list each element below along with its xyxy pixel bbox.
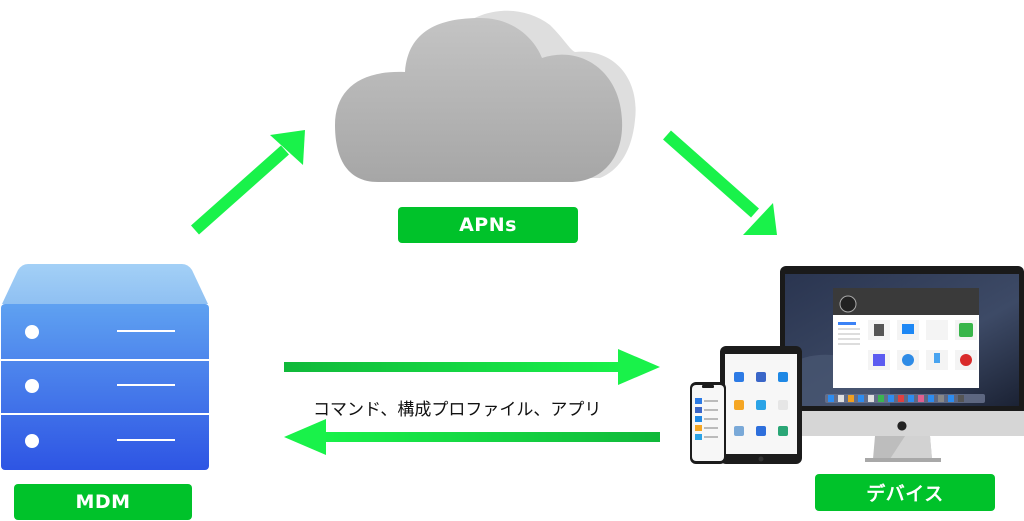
arrow-apns-to-devices bbox=[663, 130, 777, 235]
flow-caption: コマンド、構成プロファイル、アプリ bbox=[313, 400, 602, 420]
apns-label: APNs bbox=[398, 207, 578, 243]
arrow-devices-to-mdm bbox=[284, 419, 660, 455]
mdm-label: MDM bbox=[14, 484, 192, 520]
arrow-mdm-to-apns bbox=[191, 130, 305, 235]
mdm-label-text: MDM bbox=[75, 491, 131, 513]
devices-label-text: デバイス bbox=[866, 483, 944, 505]
ipad-icon bbox=[720, 346, 802, 464]
svg-text:●: ● bbox=[897, 418, 907, 432]
devices-icon: ● bbox=[685, 262, 1024, 467]
devices-label: デバイス bbox=[815, 474, 995, 511]
arrow-mdm-to-devices bbox=[284, 349, 660, 385]
server-icon bbox=[1, 264, 209, 470]
imac-icon: ● bbox=[780, 266, 1024, 462]
apns-label-text: APNs bbox=[459, 214, 517, 236]
cloud-icon bbox=[335, 10, 636, 182]
iphone-icon bbox=[690, 382, 726, 464]
